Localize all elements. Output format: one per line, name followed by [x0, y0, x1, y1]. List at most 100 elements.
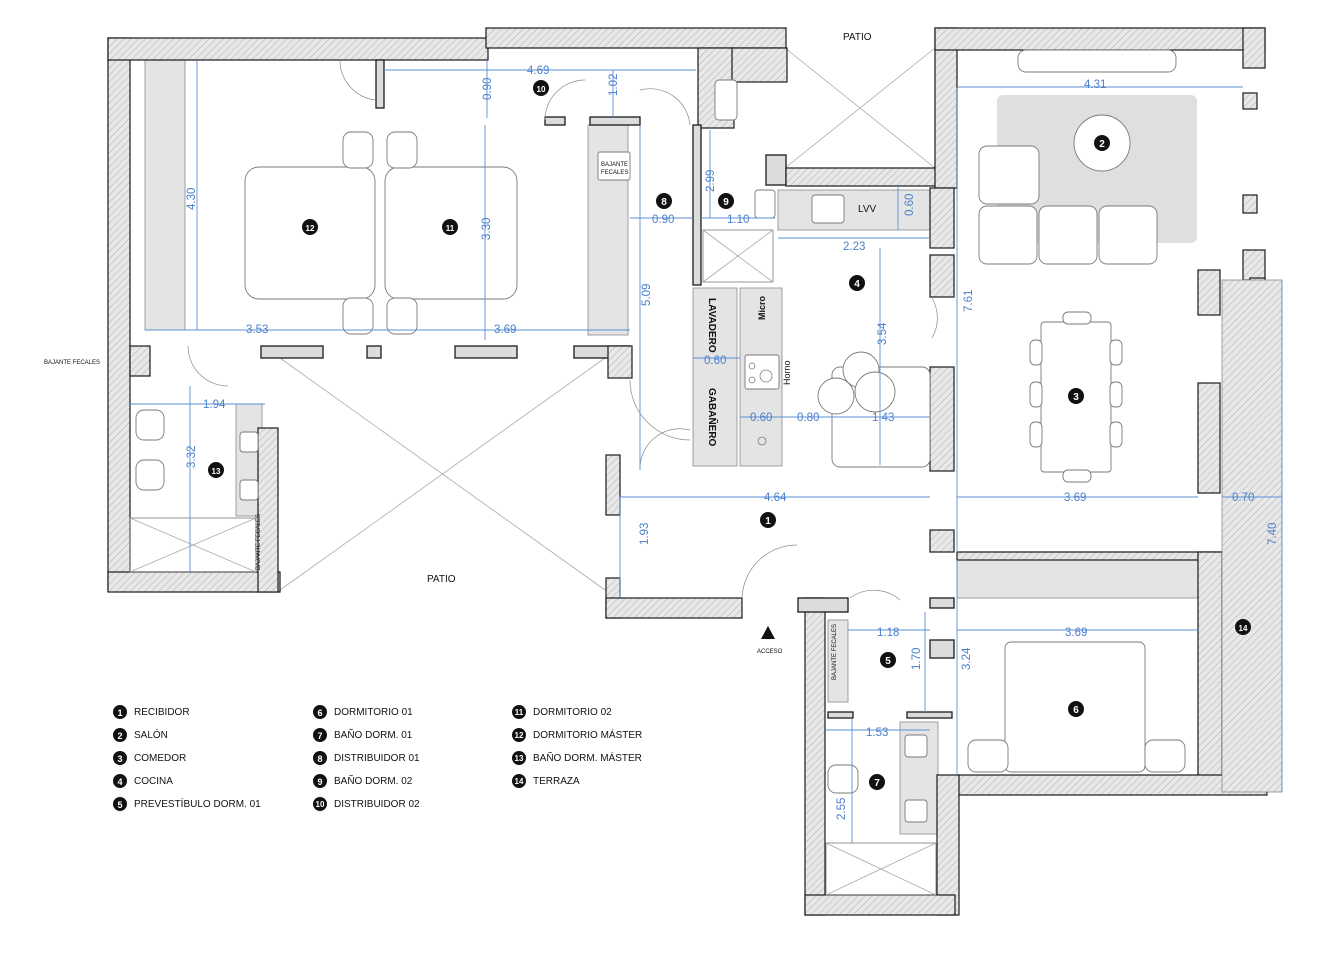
svg-text:DORMITORIO MÁSTER: DORMITORIO MÁSTER	[533, 728, 642, 741]
dim-299: 2.99	[705, 170, 717, 192]
room-marker-1: 1	[760, 512, 776, 528]
dim-193: 1.93	[639, 523, 651, 545]
svg-text:10: 10	[316, 800, 325, 809]
svg-text:RECIBIDOR: RECIBIDOR	[134, 707, 190, 718]
svg-text:8: 8	[317, 754, 322, 764]
legend-item-5: 5 PREVESTÍBULO DORM. 01	[113, 797, 261, 811]
bajante-vert-5: BAJANTE FECALES	[832, 624, 838, 680]
dim-090b: 0.90	[652, 214, 674, 226]
svg-text:DISTRIBUIDOR 01: DISTRIBUIDOR 01	[334, 753, 420, 764]
room-marker-13: 13	[208, 462, 224, 478]
dim-153: 1.53	[866, 727, 888, 739]
svg-text:DORMITORIO 01: DORMITORIO 01	[334, 707, 413, 718]
legend-item-6: 6 DORMITORIO 01	[313, 705, 413, 719]
svg-text:10: 10	[537, 85, 546, 94]
dim-080: 0.80	[797, 412, 819, 424]
svg-text:12: 12	[306, 224, 315, 233]
svg-text:COCINA: COCINA	[134, 776, 173, 787]
dim-194: 1.94	[203, 399, 226, 411]
legend-item-1: 1 RECIBIDOR	[113, 705, 190, 719]
walls	[107, 27, 1268, 916]
svg-text:12: 12	[515, 731, 524, 740]
bajante-top-label-1: BAJANTE	[601, 162, 628, 168]
dim-060c: 0.60	[750, 412, 772, 424]
svg-text:4: 4	[117, 777, 122, 787]
dim-223: 2.23	[843, 241, 865, 253]
svg-text:COMEDOR: COMEDOR	[134, 753, 186, 764]
room-marker-12: 12	[302, 219, 318, 235]
svg-text:BAÑO DORM. 02: BAÑO DORM. 02	[334, 774, 413, 787]
room-marker-7: 7	[869, 774, 885, 790]
svg-text:8: 8	[661, 197, 667, 208]
dim-740: 7.40	[1267, 523, 1279, 545]
bajante-vert-13: BAJANTE FECALES	[256, 514, 262, 570]
lavadero-label: LAVADERO	[706, 298, 717, 353]
legend-item-9: 9 BAÑO DORM. 02	[313, 774, 413, 788]
dim-431: 4.31	[1084, 79, 1106, 91]
svg-text:5: 5	[885, 656, 891, 667]
legend-item-3: 3 COMEDOR	[113, 751, 186, 765]
svg-text:PREVESTÍBULO DORM. 01: PREVESTÍBULO DORM. 01	[134, 797, 261, 810]
room-marker-9: 9	[718, 193, 734, 209]
svg-text:13: 13	[212, 467, 221, 476]
svg-text:DORMITORIO 02: DORMITORIO 02	[533, 707, 612, 718]
dim-332: 3.32	[186, 446, 198, 468]
room-marker-14: 14	[1235, 619, 1251, 635]
svg-text:14: 14	[515, 777, 524, 786]
dim-761: 7.61	[963, 290, 975, 312]
svg-text:SALÓN: SALÓN	[134, 728, 168, 741]
svg-text:7: 7	[874, 778, 880, 789]
svg-text:9: 9	[317, 777, 322, 787]
patio-top-area	[784, 47, 936, 169]
bajante-left-label: BAJANTE FECALES	[44, 360, 100, 366]
dim-170: 1.70	[911, 648, 923, 670]
dim-118: 1.18	[877, 627, 899, 639]
dim-090a: 0.90	[482, 78, 494, 100]
svg-text:4: 4	[854, 279, 860, 290]
dim-324: 3.24	[961, 647, 973, 670]
bajante-top-label-2: FECALES	[601, 170, 628, 176]
kitchen-column-left	[692, 287, 738, 467]
dim-255: 2.55	[836, 798, 848, 820]
room-marker-10: 10	[533, 80, 549, 96]
showers	[129, 229, 937, 896]
svg-text:TERRAZA: TERRAZA	[533, 776, 580, 787]
svg-text:1: 1	[117, 708, 122, 718]
micro-label: Micro	[757, 295, 767, 320]
svg-text:3: 3	[117, 754, 122, 764]
dim-354: 3.54	[877, 322, 889, 345]
svg-text:5: 5	[117, 800, 122, 810]
patio-center-area	[279, 357, 606, 591]
svg-text:BAÑO DORM. MÁSTER: BAÑO DORM. MÁSTER	[533, 751, 642, 764]
dimension-lines	[130, 60, 1283, 843]
room-marker-11: 11	[442, 219, 458, 235]
wardrobe-bed1	[956, 557, 1201, 599]
dim-060a: 0.60	[904, 194, 916, 216]
acceso-label: ACCESO	[757, 649, 783, 655]
dim-369c: 3.69	[1065, 627, 1087, 639]
svg-text:9: 9	[723, 197, 729, 208]
svg-text:DISTRIBUIDOR 02: DISTRIBUIDOR 02	[334, 799, 420, 810]
sofa-back	[1017, 49, 1177, 73]
dim-330: 3.30	[481, 218, 493, 240]
room-marker-4: 4	[849, 275, 865, 291]
svg-text:1: 1	[765, 516, 771, 527]
dim-143: 1.43	[872, 412, 894, 424]
dimension-texts: 4.69 0.90 1.02 4.31 4.30 3.30 2.99 0.90 …	[186, 65, 1279, 820]
legend-item-12: 12 DORMITORIO MÁSTER	[512, 728, 642, 742]
dim-070: 0.70	[1232, 492, 1254, 504]
svg-text:2: 2	[1099, 139, 1105, 150]
svg-text:14: 14	[1239, 624, 1248, 633]
patio-center-label: PATIO	[427, 574, 456, 585]
room-marker-2: 2	[1094, 135, 1110, 151]
room-markers: 1 2 3 4 5 6 7 8 9 10 11 12 13 14	[208, 80, 1251, 790]
svg-text:11: 11	[515, 708, 524, 717]
dim-369b: 3.69	[1064, 492, 1086, 504]
legend-item-8: 8 DISTRIBUIDOR 01	[313, 751, 420, 765]
room-marker-3: 3	[1068, 388, 1084, 404]
svg-text:6: 6	[317, 708, 322, 718]
